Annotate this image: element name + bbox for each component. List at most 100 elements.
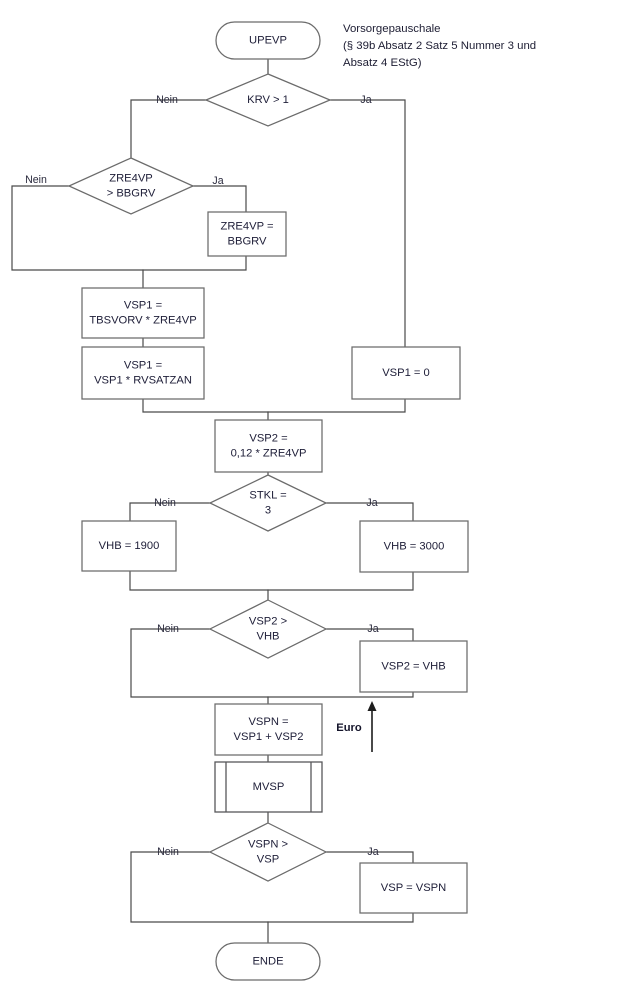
euro-label: Euro [336,722,362,734]
process-vsp-equals-vspn: VSP = VSPN [359,862,468,914]
decision-stkl-equals-3-label-1: 3 [265,504,271,516]
process-vhb-3000-shape [359,520,469,573]
conn-zre4vp-ja [192,185,247,213]
edge-label-zre4vp-nein: Nein [25,174,47,186]
process-vspn-sum-shape [214,703,323,756]
process-vsp2-equals-vhb-shape [359,640,468,693]
header-note-line-0: Vorsorgepauschale [343,23,441,35]
conn-setvsp2-merge [267,691,414,698]
process-vsp-equals-vspn-shape [359,862,468,914]
process-vspn-sum-label-1: VSP1 + VSP2 [234,731,304,743]
conn-vsp1zero-merge [267,398,406,413]
process-vsp2-calc: VSP2 = 0,12 * ZRE4VP [214,419,323,473]
decision-stkl-equals-3: STKL = 3 [208,474,328,532]
euro-arrow-head [367,701,377,711]
process-vsp1-rvsatzan-label-1: VSP1 * RVSATZAN [94,374,192,386]
edge-label-krv-ja: Ja [360,94,371,106]
process-vsp1-rvsatzan-shape [81,346,205,400]
edge-label-stkl-nein: Nein [154,497,176,509]
decision-zre4vp-gt-bbgrv: ZRE4VP > BBGRV [67,157,195,215]
process-zre4vp-equals-bbgrv-label-1: BBGRV [228,235,268,247]
terminal-ende-label-0: ENDE [252,955,283,967]
conn-vhb1900-merge [129,570,269,602]
process-vsp1-tbsvorv-shape [81,287,205,339]
conn-zre4vp-nein [11,185,144,271]
terminal-ende-shape [215,942,321,981]
conn-stkl-ja [325,502,414,522]
subroutine-mvsp-shape [214,761,323,813]
conn-vhb3000-merge [267,571,414,591]
node-layer: UPEVP KRV > 1 ZRE4VP > BBGRV ZRE4VP = BBGRV VS… [67,21,469,981]
conn-vspnvsp-nein [130,851,269,944]
process-vsp1-tbsvorv: VSP1 = TBSVORV * ZRE4VP [81,287,205,339]
decision-stkl-equals-3-shape [208,474,328,532]
connector-layer [11,58,414,944]
process-zre4vp-equals-bbgrv-label-0: ZRE4VP = [221,220,274,232]
terminal-ende: ENDE [215,942,321,981]
decision-vspn-gt-vsp-label-1: VSP [257,853,279,865]
process-vsp2-calc-shape [214,419,323,473]
process-vsp1-equals-zero-shape [351,346,461,400]
process-vspn-sum-label-0: VSPN = [248,716,288,728]
process-vsp2-equals-vhb: VSP2 = VHB [359,640,468,693]
terminal-upevp: UPEVP [215,21,321,60]
process-zre4vp-equals-bbgrv-shape [207,211,287,257]
process-vsp1-equals-zero: VSP1 = 0 [351,346,461,400]
edge-label-krv-nein: Nein [156,94,178,106]
process-vsp1-tbsvorv-label-0: VSP1 = [124,299,162,311]
edge-label-vspnvsp-ja: Ja [367,846,378,858]
annotation-layer: Vorsorgepauschale (§ 39b Absatz 2 Satz 5 … [336,23,536,752]
process-vhb-3000: VHB = 3000 [359,520,469,573]
edge-label-stkl-ja: Ja [366,497,377,509]
conn-vspnvsp-ja [325,851,414,864]
edge-label-vsp2vhb-ja: Ja [367,623,378,635]
conn-stkl-nein [129,502,211,522]
decision-vspn-gt-vsp: VSPN > VSP [208,822,328,882]
conn-krv-ja [329,99,406,348]
decision-zre4vp-gt-bbgrv-label-0: ZRE4VP [109,172,153,184]
process-vhb-1900-shape [81,520,177,572]
subroutine-mvsp-label-0: MVSP [253,781,285,793]
process-zre4vp-equals-bbgrv: ZRE4VP = BBGRV [207,211,287,257]
decision-krv-gt-1-shape [204,73,332,127]
subroutine-mvsp: MVSP [214,761,323,813]
process-vsp2-calc-label-0: VSP2 = [249,432,287,444]
conn-setvsp-merge [267,912,414,923]
conn-vsp2vhb-ja [325,628,414,642]
terminal-upevp-label-0: UPEVP [249,34,287,46]
decision-zre4vp-gt-bbgrv-label-1: > BBGRV [107,187,156,199]
decision-vspn-gt-vsp-label-0: VSPN > [248,838,288,850]
decision-vspn-gt-vsp-shape [208,822,328,882]
decision-zre4vp-gt-bbgrv-shape [67,157,195,215]
conn-vsp2vhb-nein [130,628,269,705]
decision-krv-gt-1-label-0: KRV > 1 [247,94,289,106]
process-vsp1-equals-zero-label-0: VSP1 = 0 [382,367,430,379]
process-vsp1-rvsatzan: VSP1 = VSP1 * RVSATZAN [81,346,205,400]
process-vsp2-equals-vhb-label-0: VSP2 = VHB [381,660,445,672]
process-vhb-1900: VHB = 1900 [81,520,177,572]
process-vsp2-calc-label-1: 0,12 * ZRE4VP [231,447,307,459]
edge-label-vspnvsp-nein: Nein [157,846,179,858]
decision-vsp2-gt-vhb-label-1: VHB [256,630,279,642]
process-vsp-equals-vspn-label-0: VSP = VSPN [381,882,446,894]
decision-vsp2-gt-vhb-label-0: VSP2 > [249,615,287,627]
edge-label-vsp2vhb-nein: Nein [157,623,179,635]
process-vhb-3000-label-0: VHB = 3000 [384,540,445,552]
conn-krv-nein [130,99,207,159]
conn-vsp1-merge [142,398,269,421]
process-vhb-1900-label-0: VHB = 1900 [99,540,160,552]
process-vspn-sum: VSPN = VSP1 + VSP2 [214,703,323,756]
terminal-upevp-shape [215,21,321,60]
process-vsp1-tbsvorv-label-1: TBSVORV * ZRE4VP [89,314,196,326]
decision-vsp2-gt-vhb: VSP2 > VHB [208,599,328,659]
header-note-line-2: Absatz 4 EStG) [343,57,422,69]
conn-setzre-down [142,255,247,289]
header-note-line-1: (§ 39b Absatz 2 Satz 5 Nummer 3 und [343,40,536,52]
decision-stkl-equals-3-label-0: STKL = [249,489,286,501]
process-vsp1-rvsatzan-label-0: VSP1 = [124,359,162,371]
decision-vsp2-gt-vhb-shape [208,599,328,659]
decision-krv-gt-1: KRV > 1 [204,73,332,127]
